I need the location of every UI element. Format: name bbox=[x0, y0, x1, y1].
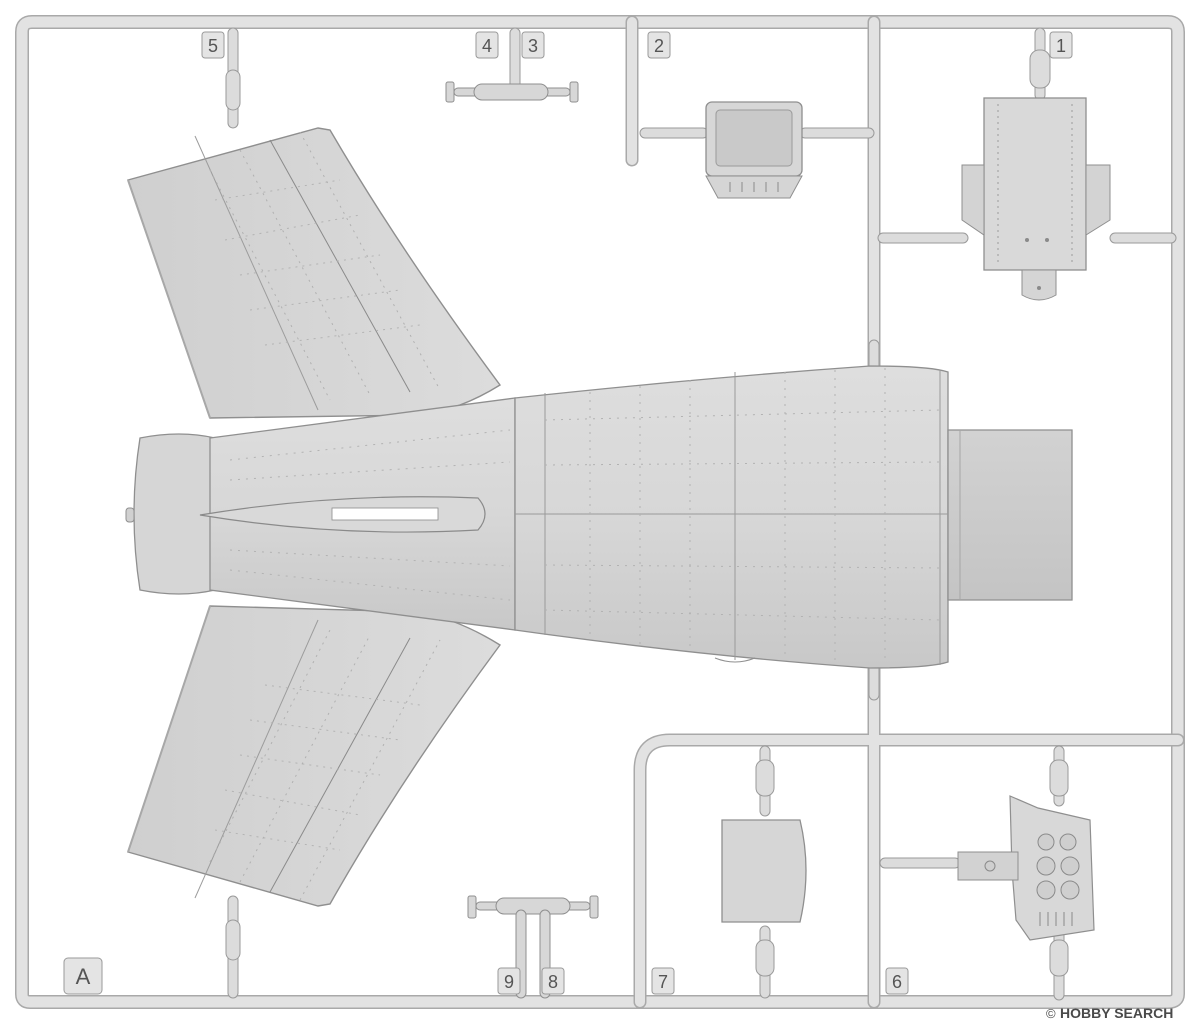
sprue-letter: A bbox=[76, 964, 91, 989]
part-7-block bbox=[721, 819, 807, 923]
part-number-5: 5 bbox=[208, 36, 218, 56]
watermark: © HOBBY SEARCH bbox=[1046, 1005, 1173, 1021]
fuselage-half bbox=[125, 365, 1073, 669]
part-6-instrument-panel bbox=[957, 795, 1095, 941]
part-2-tray bbox=[705, 101, 803, 199]
watermark-symbol: © bbox=[1046, 1006, 1056, 1021]
part-number-9: 9 bbox=[504, 972, 514, 992]
part-number-3: 3 bbox=[528, 36, 538, 56]
parts-8-9-struts bbox=[467, 895, 599, 999]
upper-tail-fin bbox=[127, 127, 502, 419]
parts-3-4-struts bbox=[445, 81, 579, 103]
gates bbox=[225, 27, 1177, 1001]
sprue-frame-fill bbox=[16, 16, 1184, 1008]
part-number-2: 2 bbox=[654, 36, 664, 56]
part-number-1: 1 bbox=[1056, 36, 1066, 56]
part-number-7: 7 bbox=[658, 972, 668, 992]
inner-runners bbox=[625, 15, 1185, 1009]
part-number-4: 4 bbox=[482, 36, 492, 56]
part-number-8: 8 bbox=[548, 972, 558, 992]
part-number-6: 6 bbox=[892, 972, 902, 992]
watermark-text: HOBBY SEARCH bbox=[1060, 1005, 1173, 1021]
part-number-tags: 5 4 3 2 1 6 7 9 8 A bbox=[63, 31, 1073, 995]
lower-tail-fin bbox=[127, 605, 502, 907]
part-1-seat bbox=[961, 97, 1111, 301]
